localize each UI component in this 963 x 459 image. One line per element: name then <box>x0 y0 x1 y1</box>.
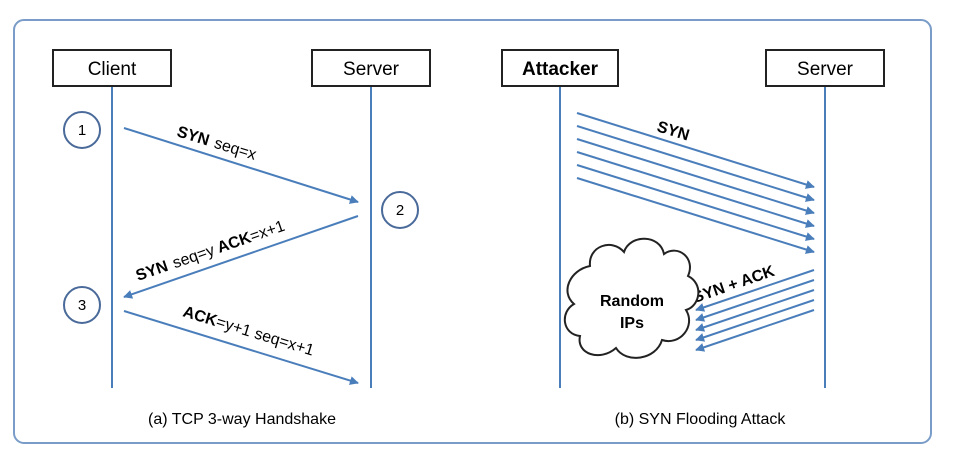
caption-b: (b) SYN Flooding Attack <box>615 411 787 428</box>
syn-flood-arrow <box>576 112 815 189</box>
msg3-rest: =y+1 seq=x+1 <box>214 314 316 360</box>
step-2-label: 2 <box>396 202 404 219</box>
syn-flood-label: SYN <box>655 119 691 145</box>
outer-frame <box>13 19 932 444</box>
synack-flood-arrow <box>695 289 815 332</box>
synack-flood-label: SYN + ACK <box>691 263 778 307</box>
cloud-line1: Random <box>600 293 664 310</box>
step-2-circle <box>381 191 419 229</box>
client-box <box>52 49 172 87</box>
panel-tcp-handshake: Client Server 1 2 3 SYN seq=x SYNseq=yACK… <box>52 49 431 428</box>
msg1-rest: seq=x <box>212 135 258 164</box>
step-1-label: 1 <box>78 122 86 139</box>
syn-flood-arrow <box>576 138 815 215</box>
msg3-label: ACK=y+1 seq=x+1 <box>181 304 316 360</box>
client-label: Client <box>88 59 137 80</box>
attacker-box <box>501 49 619 87</box>
synack-arrow <box>123 215 359 299</box>
synack-flood-arrow <box>695 279 815 322</box>
step-3-circle <box>63 286 101 324</box>
synack-flood-arrow <box>695 309 815 352</box>
synack-flood-arrow <box>695 299 815 342</box>
server-label-a: Server <box>343 59 400 80</box>
panel-syn-flood: Attacker Server SYN SYN + ACK Random IPs… <box>501 49 885 428</box>
syn-flood-arrow <box>576 164 815 241</box>
msg2-label: SYNseq=yACK=x+1 <box>134 218 287 285</box>
syn-flood-arrow <box>576 125 815 202</box>
step-1-circle <box>63 111 101 149</box>
attacker-label: Attacker <box>522 59 599 80</box>
msg2-rest: =x+1 <box>248 218 287 246</box>
syn-flood-arrow <box>576 177 815 254</box>
msg2-bold2: ACK <box>215 229 254 257</box>
server-label-b: Server <box>797 59 854 80</box>
server-box-a <box>311 49 431 87</box>
synack-flood-arrows <box>695 269 815 352</box>
syn-flood-arrow <box>576 151 815 228</box>
msg3-bold: ACK <box>181 304 220 331</box>
syn-flood-arrows <box>576 112 815 254</box>
cloud-shape <box>564 237 700 359</box>
step-3-label: 3 <box>78 297 86 314</box>
caption-a: (a) TCP 3-way Handshake <box>148 411 336 428</box>
synack-flood-arrow <box>695 269 815 312</box>
syn-arrow <box>123 127 359 204</box>
server-box-b <box>765 49 885 87</box>
msg2-bold1: SYN <box>134 258 171 285</box>
ack-arrow <box>123 310 359 385</box>
cloud-line2: IPs <box>620 315 644 332</box>
